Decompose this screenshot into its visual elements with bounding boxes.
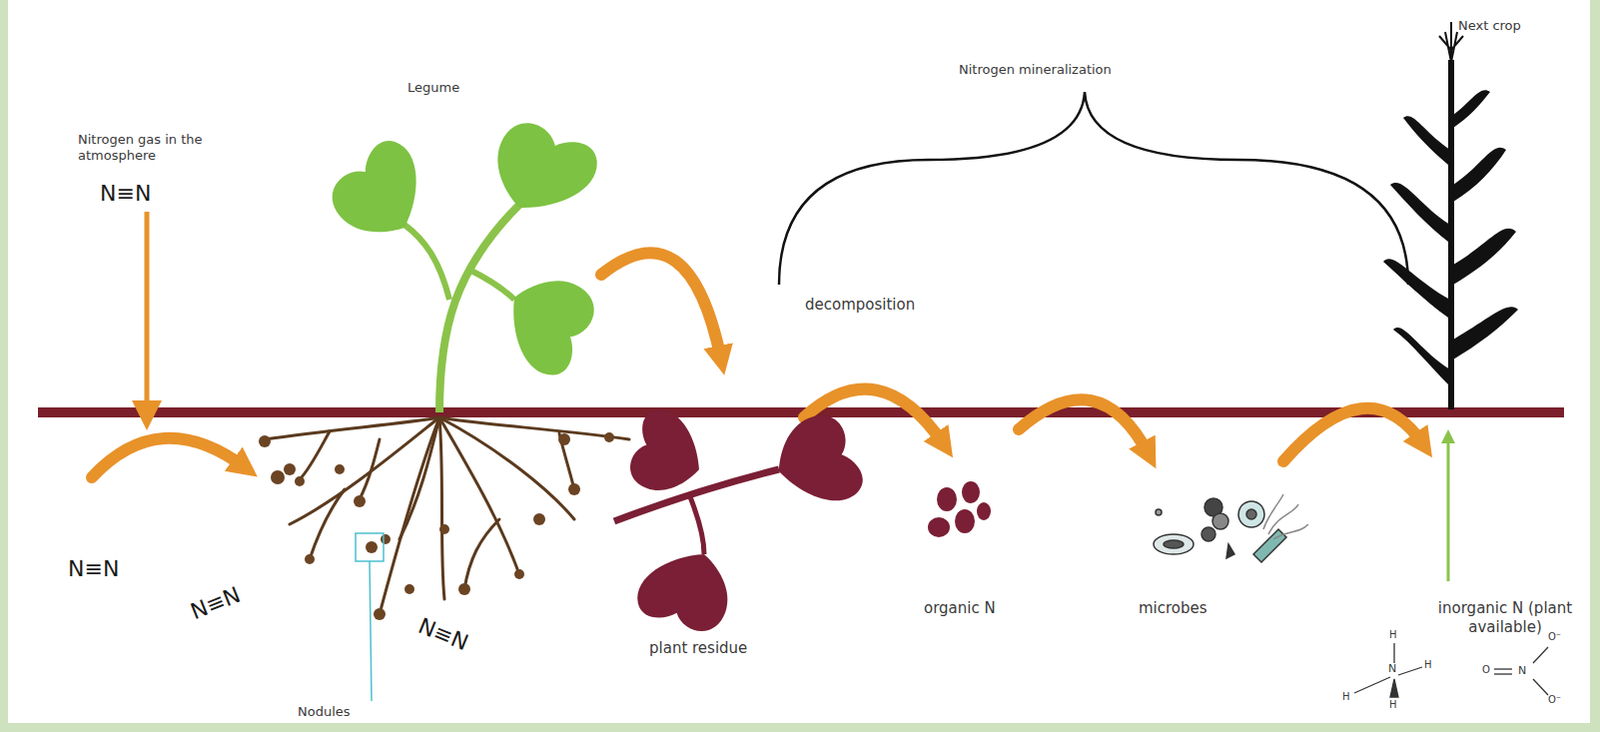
plant-residue [614,404,868,641]
leader-line [369,561,372,702]
organic-n-particles [927,481,991,538]
white-panel [7,0,1591,724]
process-arrows [91,252,1424,478]
atom-label: H [1389,699,1404,713]
legume-plant [320,111,606,413]
down-arrow [144,211,150,415]
part-label: plant residue [649,639,790,659]
part-label: Nodules [297,704,388,721]
note-label: Nitrogen gas in the atmosphere [77,131,253,165]
molecule-bonds [1354,643,1549,698]
nodule-box [355,533,384,562]
atom-label: O [1482,664,1497,678]
atom-label: O⁻ [1548,631,1573,645]
part-label: organic N [923,599,1024,619]
atom-label: O⁻ [1548,694,1573,708]
process-label: decomposition [804,295,945,315]
formula-label: N≡N [67,555,158,584]
part-label: microbes [1138,599,1239,619]
part-label: Next crop [1458,17,1549,34]
microbes [1153,494,1309,563]
part-label: inorganic N (plant available) [1426,599,1585,638]
bracket [779,91,1409,285]
atom-label: N [1518,664,1533,679]
process-label: Nitrogen mineralization [958,61,1159,78]
corn-plant [1383,21,1519,410]
roots [264,417,630,615]
formula-label: N≡N [99,179,190,208]
nodules [258,432,615,621]
part-label: Legume [407,79,488,96]
atom-label: N [1388,662,1403,677]
atom-label: H [1342,691,1357,705]
atom-label: H [1389,629,1404,643]
uptake-arrow [1447,439,1451,582]
atom-label: H [1424,659,1439,673]
